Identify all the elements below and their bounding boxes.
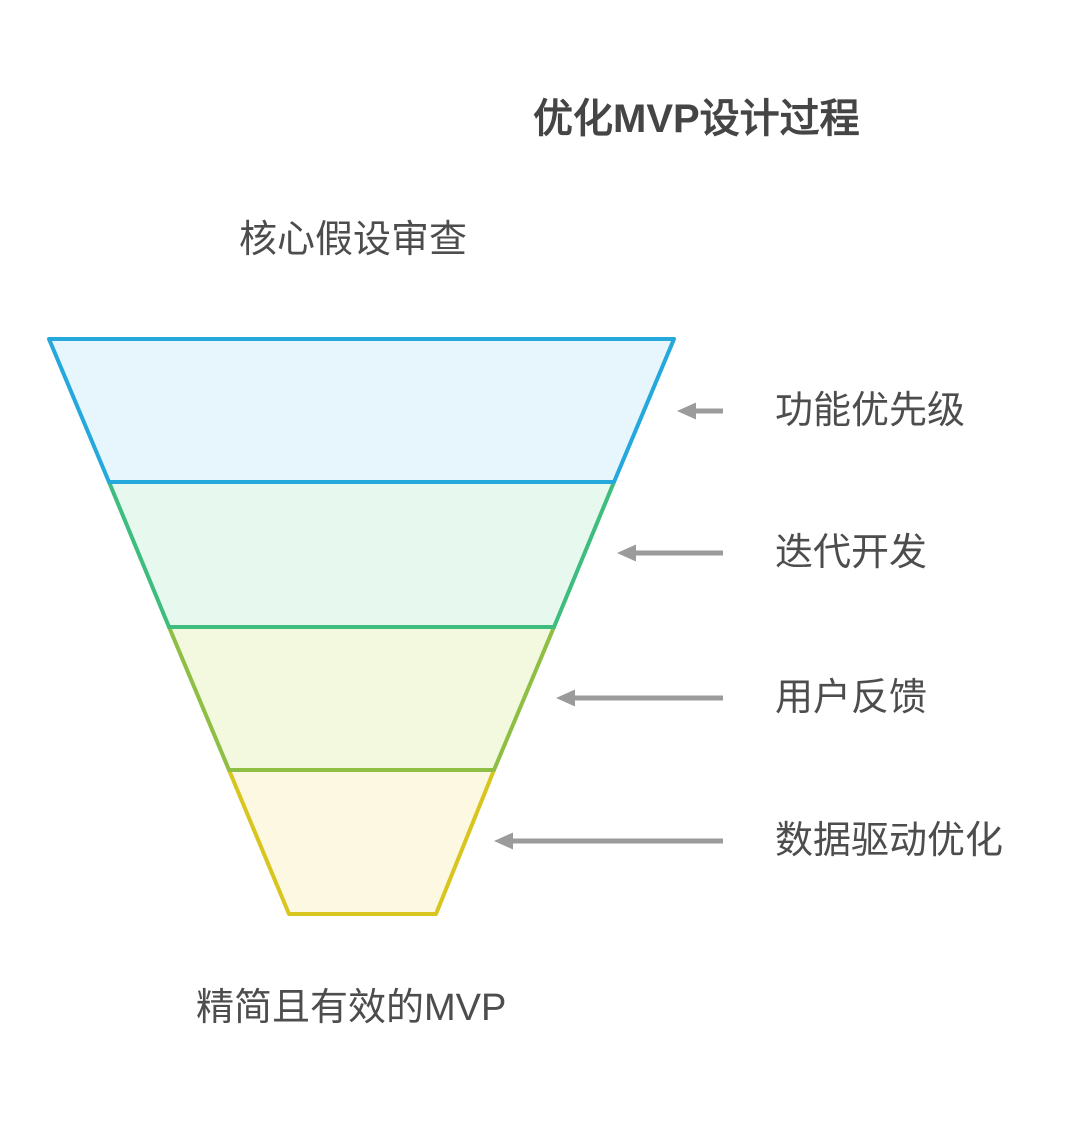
layer-label-1: 功能优先级 — [775, 390, 966, 432]
layer-label-4: 数据驱动优化 — [775, 820, 1004, 862]
arrow-icon-layer-2 — [617, 544, 723, 562]
funnel-bottom-label: 精简且有效的MVP — [196, 987, 507, 1029]
arrow-icon-layer-3 — [556, 689, 723, 707]
funnel-layer-4 — [227, 768, 496, 916]
arrow-head — [494, 832, 513, 850]
arrow-head — [677, 402, 696, 420]
arrow-icon-layer-4 — [494, 832, 723, 850]
layer-label-2: 迭代开发 — [775, 532, 928, 574]
arrow-head — [617, 544, 636, 562]
layer-label-3: 用户反馈 — [775, 677, 928, 719]
arrow-head — [556, 689, 575, 707]
funnel-layer-2 — [107, 480, 616, 629]
funnel-top-label: 核心假设审查 — [239, 219, 468, 261]
diagram-title: 优化MVP设计过程 — [533, 97, 860, 141]
funnel-layer-3 — [167, 625, 556, 772]
funnel-layer-1 — [47, 337, 676, 484]
arrow-icon-layer-1 — [677, 402, 723, 420]
